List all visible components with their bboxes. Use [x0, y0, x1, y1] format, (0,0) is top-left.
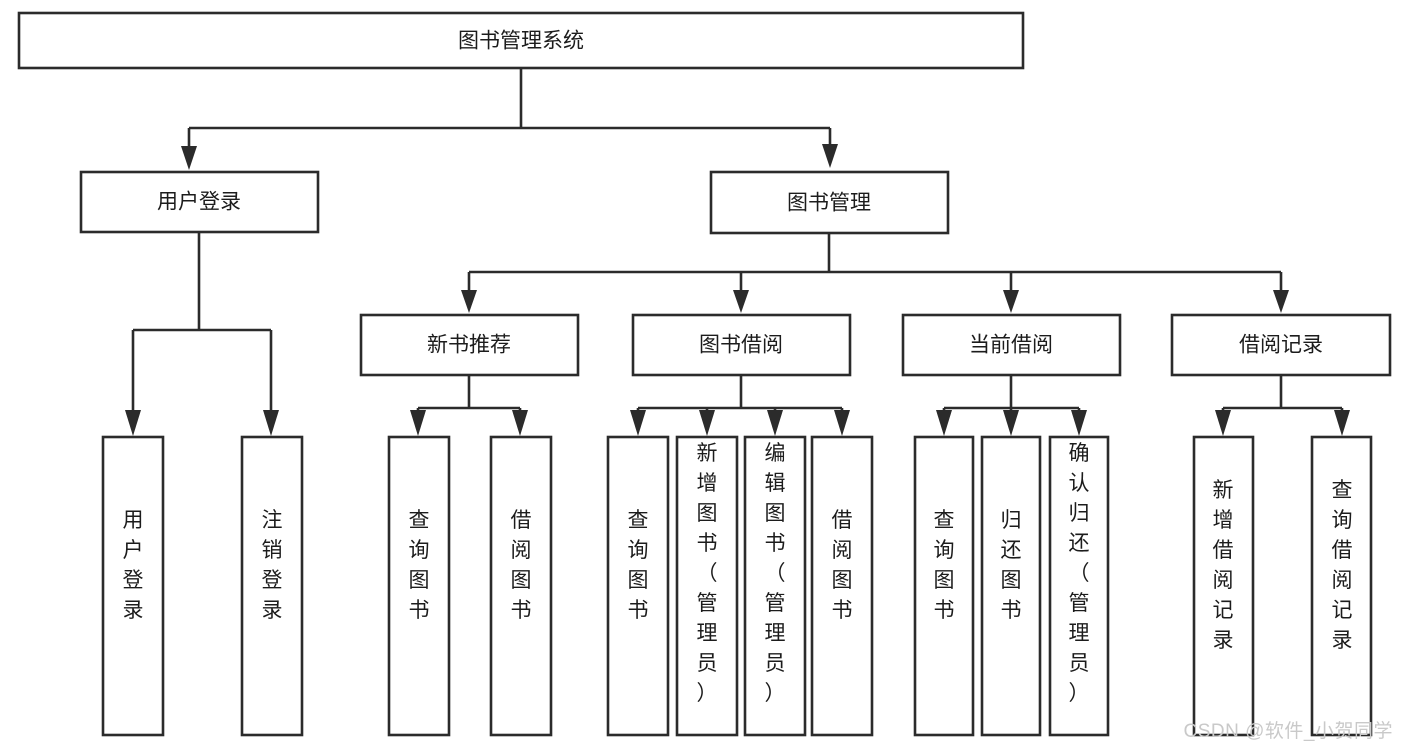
node-leaf-user-login-label: 用户登录	[123, 509, 144, 622]
node-leaf-user-login-box[interactable]	[101, 435, 165, 737]
node-leaf-query-record-box[interactable]	[1310, 435, 1373, 737]
arrow-head-book-borrow	[733, 290, 749, 313]
node-leaf-edit-book[interactable]: 编辑图书（管理员）	[743, 435, 807, 737]
node-borrow-record-box[interactable]	[1170, 313, 1392, 377]
node-book-manage-label: 图书管理	[787, 192, 871, 215]
arrow-head-leaf-query-record	[1334, 410, 1350, 436]
node-book-manage-box[interactable]	[709, 170, 950, 235]
node-leaf-user-login[interactable]: 用户登录	[101, 435, 165, 737]
node-user-login-box[interactable]	[79, 170, 320, 234]
node-current-borrow[interactable]: 当前借阅	[901, 313, 1122, 377]
arrow-head-user-login	[181, 146, 197, 170]
arrow-head-leaf-user-logout	[263, 410, 279, 436]
arrow-head-leaf-query-book-1	[410, 410, 426, 436]
node-current-borrow-label: 当前借阅	[969, 334, 1053, 357]
node-leaf-query-book-2[interactable]: 查询图书	[606, 435, 670, 737]
node-leaf-query-book-1[interactable]: 查询图书	[387, 435, 451, 737]
arrow-head-current-borrow	[1003, 290, 1019, 313]
arrow-head-leaf-query-book-3	[936, 410, 952, 436]
node-leaf-query-book-1-box[interactable]	[387, 435, 451, 737]
arrow-head-leaf-query-book-2	[630, 410, 646, 436]
node-current-borrow-box[interactable]	[901, 313, 1122, 377]
node-leaf-user-logout-box[interactable]	[240, 435, 304, 737]
node-root[interactable]: 图书管理系统	[17, 11, 1025, 70]
node-book-manage[interactable]: 图书管理	[709, 170, 950, 235]
node-book-borrow[interactable]: 图书借阅	[631, 313, 852, 377]
node-user-login[interactable]: 用户登录	[79, 170, 320, 234]
arrow-head-leaf-edit-book	[767, 410, 783, 436]
node-leaf-return-book[interactable]: 归还图书	[980, 435, 1042, 737]
arrow-head-leaf-user-login	[125, 410, 141, 436]
node-leaf-borrow-book-1-box[interactable]	[489, 435, 553, 737]
node-leaf-confirm-return-label: 确认归还（管理员）	[1069, 442, 1090, 705]
node-book-borrow-box[interactable]	[631, 313, 852, 377]
node-leaf-borrow-book-1-label: 借阅图书	[511, 509, 532, 622]
node-leaf-user-logout-label: 注销登录	[262, 509, 283, 622]
node-leaf-confirm-return-box[interactable]	[1048, 435, 1110, 737]
node-leaf-user-logout[interactable]: 注销登录	[240, 435, 304, 737]
node-leaf-add-book-box[interactable]	[675, 435, 739, 737]
node-borrow-record-label: 借阅记录	[1239, 334, 1323, 357]
node-leaf-add-record-label: 新增借阅记录	[1213, 479, 1234, 652]
arrow-head-leaf-return-book	[1003, 410, 1019, 436]
node-leaf-query-book-2-label: 查询图书	[628, 509, 649, 622]
node-leaf-query-record[interactable]: 查询借阅记录	[1310, 435, 1373, 737]
node-leaf-query-book-3[interactable]: 查询图书	[913, 435, 975, 737]
node-borrow-record[interactable]: 借阅记录	[1170, 313, 1392, 377]
arrow-head-book-manage	[822, 144, 838, 168]
arrow-head-leaf-add-book	[699, 410, 715, 436]
arrow-head-leaf-confirm-return	[1071, 410, 1087, 436]
arrow-head-new-book	[461, 290, 477, 313]
node-leaf-confirm-return[interactable]: 确认归还（管理员）	[1048, 435, 1110, 737]
node-leaf-add-book[interactable]: 新增图书（管理员）	[675, 435, 739, 737]
node-leaf-return-book-box[interactable]	[980, 435, 1042, 737]
node-new-book-recommend-box[interactable]	[359, 313, 580, 377]
node-root-box[interactable]	[17, 11, 1025, 70]
node-leaf-query-record-label: 查询借阅记录	[1332, 479, 1353, 652]
node-leaf-borrow-book-1[interactable]: 借阅图书	[489, 435, 553, 737]
node-user-login-label: 用户登录	[157, 191, 241, 214]
arrow-head-leaf-borrow-book-1	[512, 410, 528, 436]
node-leaf-add-record[interactable]: 新增借阅记录	[1192, 435, 1255, 737]
node-root-label: 图书管理系统	[458, 30, 584, 53]
arrow-head-leaf-borrow-book-2	[834, 410, 850, 436]
node-leaf-query-book-2-box[interactable]	[606, 435, 670, 737]
node-leaf-add-record-box[interactable]	[1192, 435, 1255, 737]
node-leaf-add-book-label: 新增图书（管理员）	[697, 442, 718, 705]
node-leaf-query-book-3-box[interactable]	[913, 435, 975, 737]
node-leaf-query-book-3-label: 查询图书	[934, 509, 955, 622]
node-leaf-edit-book-label: 编辑图书（管理员）	[765, 442, 786, 705]
arrow-head-borrow-record	[1273, 290, 1289, 313]
node-leaf-borrow-book-2-label: 借阅图书	[832, 509, 853, 622]
node-leaf-borrow-book-2[interactable]: 借阅图书	[810, 435, 874, 737]
node-book-borrow-label: 图书借阅	[699, 334, 783, 357]
node-new-book-recommend[interactable]: 新书推荐	[359, 313, 580, 377]
arrow-head-leaf-add-record	[1215, 410, 1231, 436]
node-leaf-return-book-label: 归还图书	[1001, 509, 1022, 622]
node-leaf-query-book-1-label: 查询图书	[409, 509, 430, 622]
connector-layer	[125, 68, 1350, 436]
node-leaf-edit-book-box[interactable]	[743, 435, 807, 737]
node-leaf-borrow-book-2-box[interactable]	[810, 435, 874, 737]
node-new-book-recommend-label: 新书推荐	[427, 334, 511, 357]
